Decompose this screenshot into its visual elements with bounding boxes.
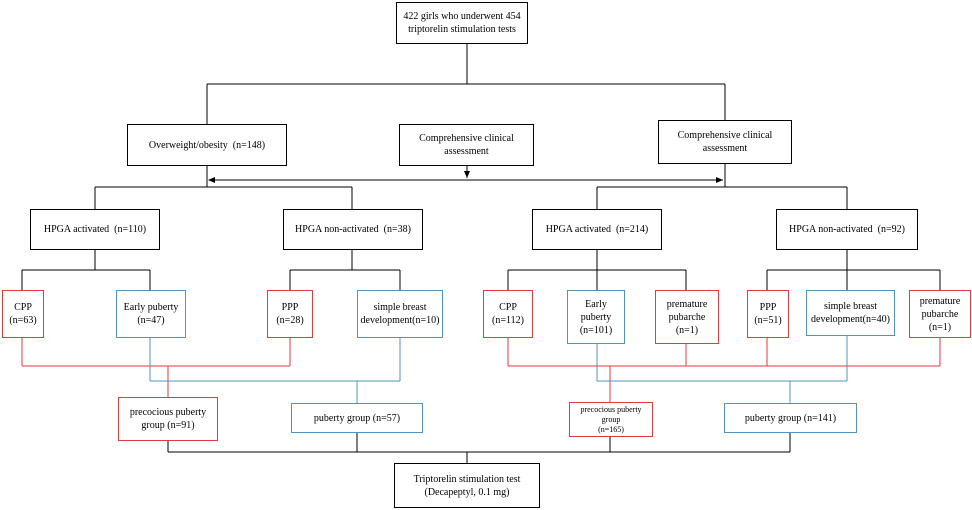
title-box: 422 girls who underwent 454 triptorelin … <box>396 2 528 44</box>
triptorelin-test-box: Triptorelin stimulation test (Decapeptyl… <box>394 463 540 508</box>
blue-connectors <box>149 336 848 403</box>
comprehensive-assessment-right-box: Comprehensive clinical assessment <box>658 120 792 164</box>
right-premature-pubarche-1-box: premature pubarche (n=1) <box>655 290 719 344</box>
right-puberty-group-box: puberty group (n=141) <box>724 403 857 433</box>
left-hpga-activated-box: HPGA activated (n=110) <box>30 209 160 250</box>
left-precocious-group-box: precocious puberty group (n=91) <box>118 397 218 441</box>
comprehensive-assessment-middle-box: Comprehensive clinical assessment <box>399 124 534 166</box>
left-hpga-nonactivated-box: HPGA non-activated (n=38) <box>283 209 423 250</box>
top-connectors <box>21 44 941 463</box>
right-simple-breast-box: simple breast development(n=40) <box>806 290 895 336</box>
right-premature-pubarche-2-box: premature pubarche (n=1) <box>909 290 971 338</box>
red-connectors <box>21 338 941 402</box>
overweight-obesity-box: Overweight/obesity (n=148) <box>127 124 287 166</box>
left-simple-breast-box: simple breast development(n=10) <box>357 290 443 338</box>
left-early-puberty-box: Early puberty (n=47) <box>116 290 186 338</box>
right-hpga-activated-box: HPGA activated (n=214) <box>532 209 662 250</box>
right-early-puberty-box: Early puberty (n=101) <box>567 290 625 344</box>
left-cpp-box: CPP (n=63) <box>2 290 44 338</box>
right-ppp-box: PPP (n=51) <box>747 290 789 338</box>
right-hpga-nonactivated-box: HPGA non-activated (n=92) <box>776 209 918 250</box>
left-ppp-box: PPP (n=28) <box>267 290 313 338</box>
left-puberty-group-box: puberty group (n=57) <box>291 403 423 433</box>
right-cpp-box: CPP (n=112) <box>483 290 533 338</box>
right-precocious-group-box: precocious puberty group (n=165) <box>569 402 653 437</box>
